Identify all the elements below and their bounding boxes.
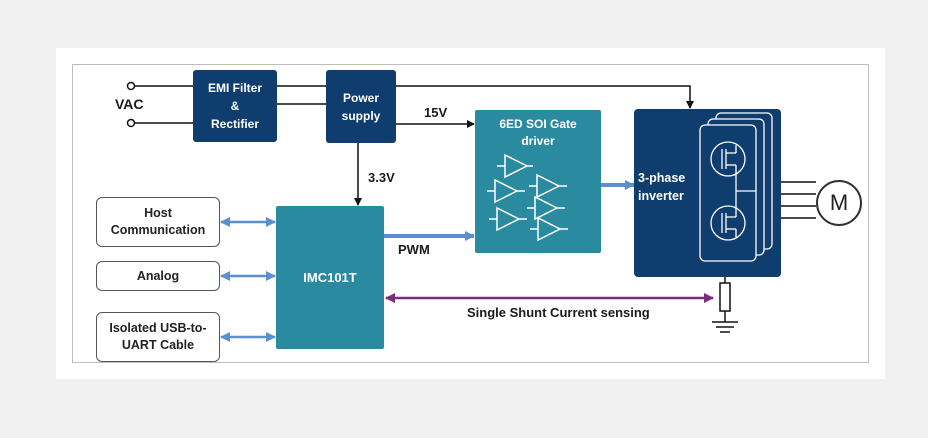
motor-label: M (829, 190, 849, 215)
emi-ampersand-label: & (230, 99, 240, 113)
analog-block: Analog (96, 261, 220, 291)
power-supply-label-2: supply (341, 108, 381, 123)
power-supply-block: Power supply (326, 70, 396, 143)
mosfet-bridge-icon (699, 112, 773, 262)
emi-filter-label: EMI Filter (207, 81, 262, 95)
imc101t-controller-block: IMC101T (276, 206, 384, 349)
usb-label-1: Isolated USB-to- (109, 321, 207, 335)
controller-label: IMC101T (303, 270, 357, 285)
motor-wires (780, 181, 816, 219)
rail-to-inverter-arrow (396, 85, 694, 109)
vac-label: VAC (115, 96, 144, 112)
motor-icon: M (816, 180, 862, 226)
power-supply-label-1: Power (342, 90, 379, 105)
inverter-label-2: inverter (638, 189, 684, 203)
rectifier-label: Rectifier (210, 117, 260, 131)
v33-label: 3.3V (368, 170, 395, 185)
usb-uart-block: Isolated USB-to- UART Cable (96, 312, 220, 362)
pwm-label: PWM (398, 242, 430, 257)
emi-filter-block: EMI Filter & Rectifier (193, 70, 277, 142)
inverter-label-1: 3-phase (638, 171, 686, 185)
host-label-1: Host (144, 206, 172, 220)
host-label-2: Communication (110, 223, 206, 237)
gate-driver-block: 6ED SOI Gate driver (475, 110, 601, 253)
usb-label-2: UART Cable (121, 338, 195, 352)
gate-driver-label-1: 6ED SOI Gate (499, 117, 577, 131)
buffer-amplifier-icons (487, 153, 568, 242)
gate-driver-label-2: driver (521, 134, 555, 148)
analog-label: Analog (136, 268, 180, 283)
sensing-label: Single Shunt Current sensing (467, 305, 650, 320)
shunt-resistor-icon (719, 274, 731, 322)
v15-label: 15V (424, 105, 448, 120)
inverter-block: 3-phase inverter (634, 109, 781, 277)
vac-terminals (126, 81, 193, 128)
diagram-frame (72, 64, 869, 363)
host-communication-block: Host Communication (96, 197, 220, 247)
ground-icon (712, 321, 738, 333)
